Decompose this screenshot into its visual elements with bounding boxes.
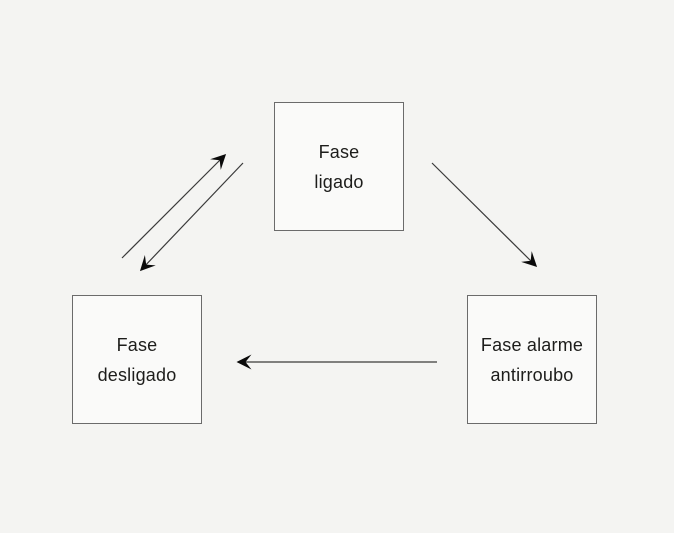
edge-desligado-to-ligado <box>121 153 227 259</box>
edge-ligado-to-alarme <box>431 162 538 268</box>
node-label-line: Fase <box>318 141 360 162</box>
node-label-line: Fase alarme <box>480 334 584 355</box>
node-fase-desligado: Fase desligado <box>72 295 202 424</box>
node-fase-ligado: Fase ligado <box>274 102 404 231</box>
node-label-line: antirroubo <box>490 364 574 385</box>
node-label-line: desligado <box>97 364 177 385</box>
node-label-line: ligado <box>314 171 364 192</box>
edge-ligado-to-desligado <box>139 162 244 272</box>
node-fase-alarme-antirroubo: Fase alarme antirroubo <box>467 295 597 424</box>
node-label-line: Fase <box>116 334 158 355</box>
